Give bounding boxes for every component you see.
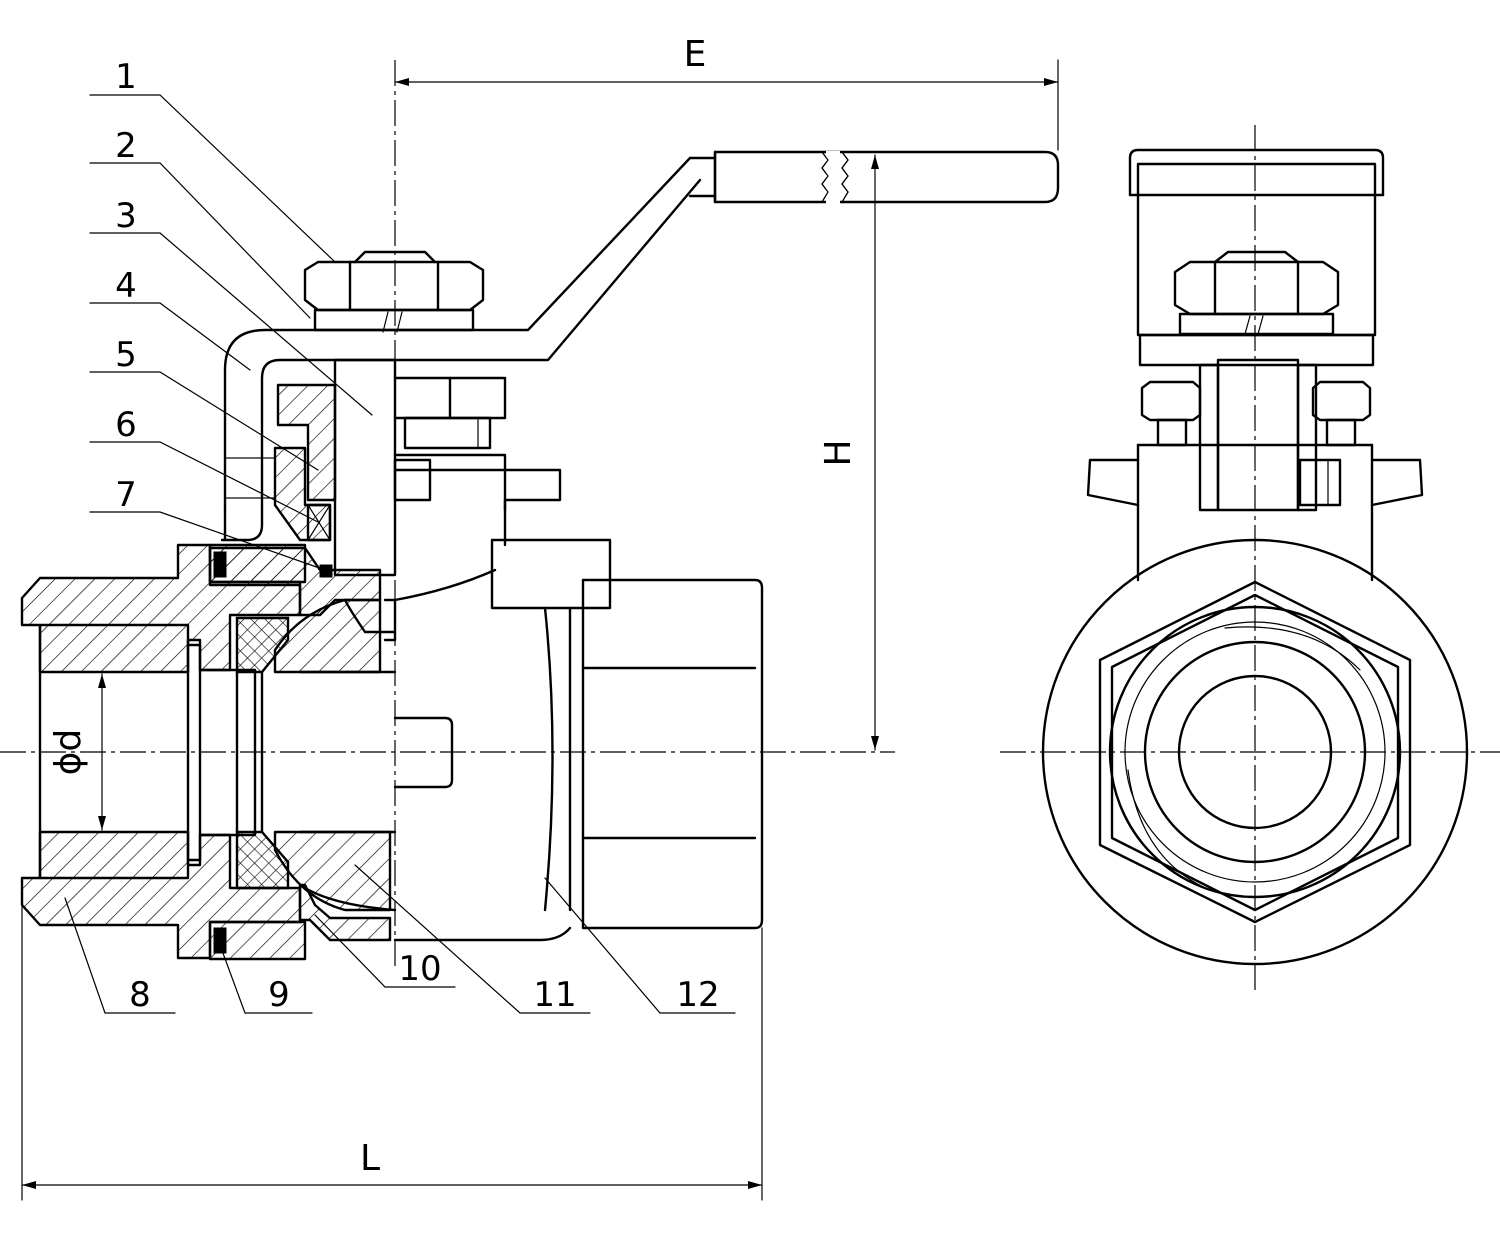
- dim-e-label: E: [684, 34, 707, 75]
- dim-l-label: L: [360, 1138, 380, 1179]
- lever-handle: [220, 150, 1060, 542]
- callout-1: 1: [115, 57, 137, 97]
- ptfe-seats: [235, 616, 290, 890]
- callout-4: 4: [115, 266, 137, 306]
- body-bore: [298, 670, 397, 912]
- callout-3: 3: [115, 196, 137, 236]
- stopper-tab: [393, 453, 562, 512]
- callout-8: 8: [129, 975, 151, 1015]
- callout-10: 10: [398, 949, 441, 989]
- ball-section: [273, 598, 397, 912]
- front-section-view: [20, 150, 1060, 961]
- callout-labels: 1 2 3 4 5 6 7 8 9 10 11 12: [115, 57, 719, 1015]
- callout-7: 7: [115, 475, 137, 515]
- gland-packing: [273, 383, 337, 542]
- callout-11: 11: [533, 975, 576, 1015]
- callout-leaders: [64, 94, 736, 1014]
- callout-5: 5: [115, 335, 137, 375]
- callout-9: 9: [268, 975, 290, 1015]
- dim-bore-label: ϕd: [48, 729, 89, 776]
- lower-nut: [393, 376, 507, 450]
- end-cap-section: [20, 543, 302, 960]
- callout-12: 12: [676, 975, 719, 1015]
- side-view: [1041, 148, 1469, 966]
- body-section: [208, 546, 392, 942]
- stem: [333, 358, 397, 577]
- callout-6: 6: [115, 405, 137, 445]
- stem-nut: [303, 250, 485, 333]
- callout-2: 2: [115, 126, 137, 166]
- body-outer: [393, 468, 764, 942]
- dim-h-label: H: [818, 439, 859, 466]
- dimensions: E H ϕd L: [21, 34, 1059, 1201]
